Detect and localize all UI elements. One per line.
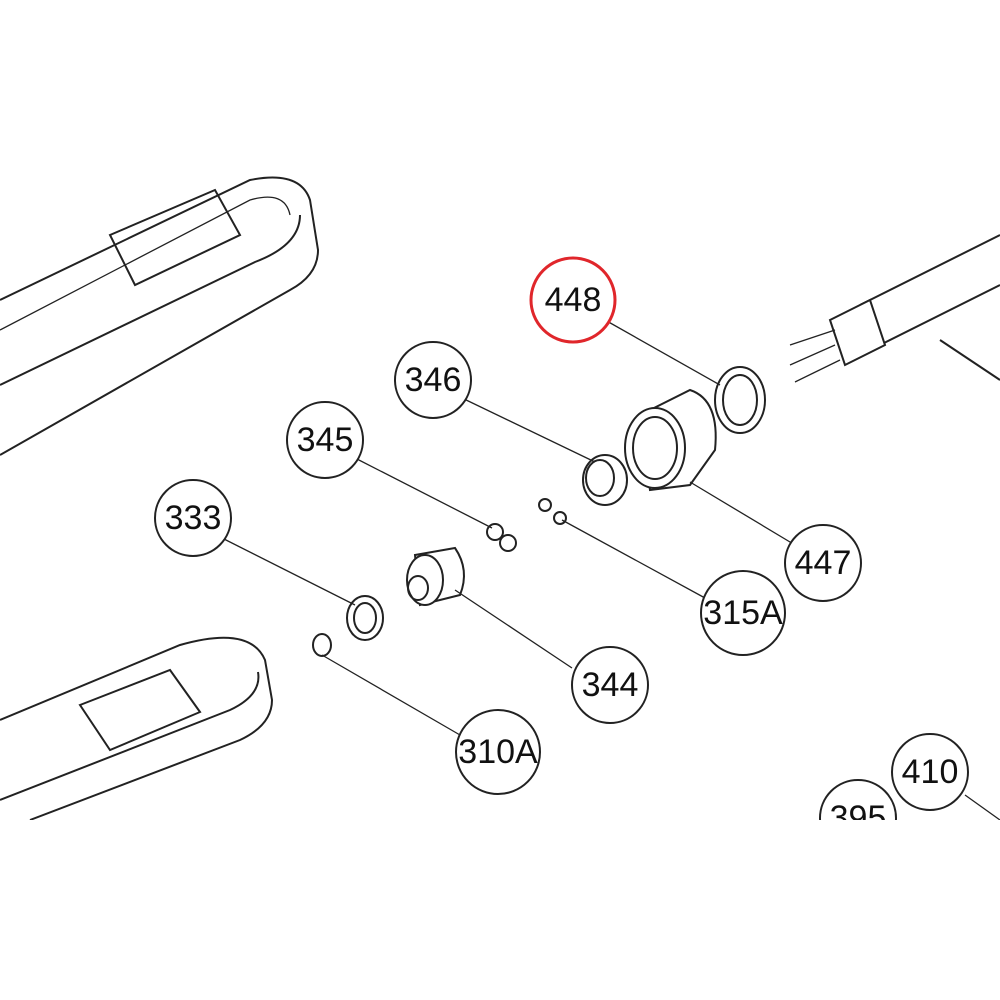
part-447-nut [624,388,717,492]
callout-label: 345 [297,421,354,459]
callout-label: 448 [545,281,602,319]
callout-344[interactable]: 344 [571,646,649,724]
part-310A-ring [312,633,332,657]
callout-346[interactable]: 346 [394,341,472,419]
callout-310A[interactable]: 310A [455,709,541,795]
callout-333[interactable]: 333 [154,479,232,557]
callout-label: 310A [458,733,538,771]
callout-label: 395 [830,799,887,837]
callout-label: 447 [795,544,852,582]
leader-lines [221,319,1000,820]
callout-label: 315A [703,594,783,632]
callout-395[interactable]: 395 [819,779,897,856]
callout-410[interactable]: 410 [891,733,969,811]
callout-label: 344 [582,666,639,704]
part-448-ring [714,366,766,434]
handle-lower [0,636,274,820]
part-333-ring [346,595,384,641]
part-346-ring [582,454,628,506]
part-315A-nuts [538,498,567,525]
callout-label: 410 [902,753,959,791]
cable-connector [789,234,1000,383]
callout-447[interactable]: 447 [784,524,862,602]
callout-label: 346 [405,361,462,399]
handle-upper [0,176,320,456]
callout-315A[interactable]: 315A [700,570,786,656]
callout-345[interactable]: 345 [286,401,364,479]
callout-label: 333 [165,499,222,537]
callout-448[interactable]: 448 [529,256,617,344]
part-344-fitting [406,546,465,607]
